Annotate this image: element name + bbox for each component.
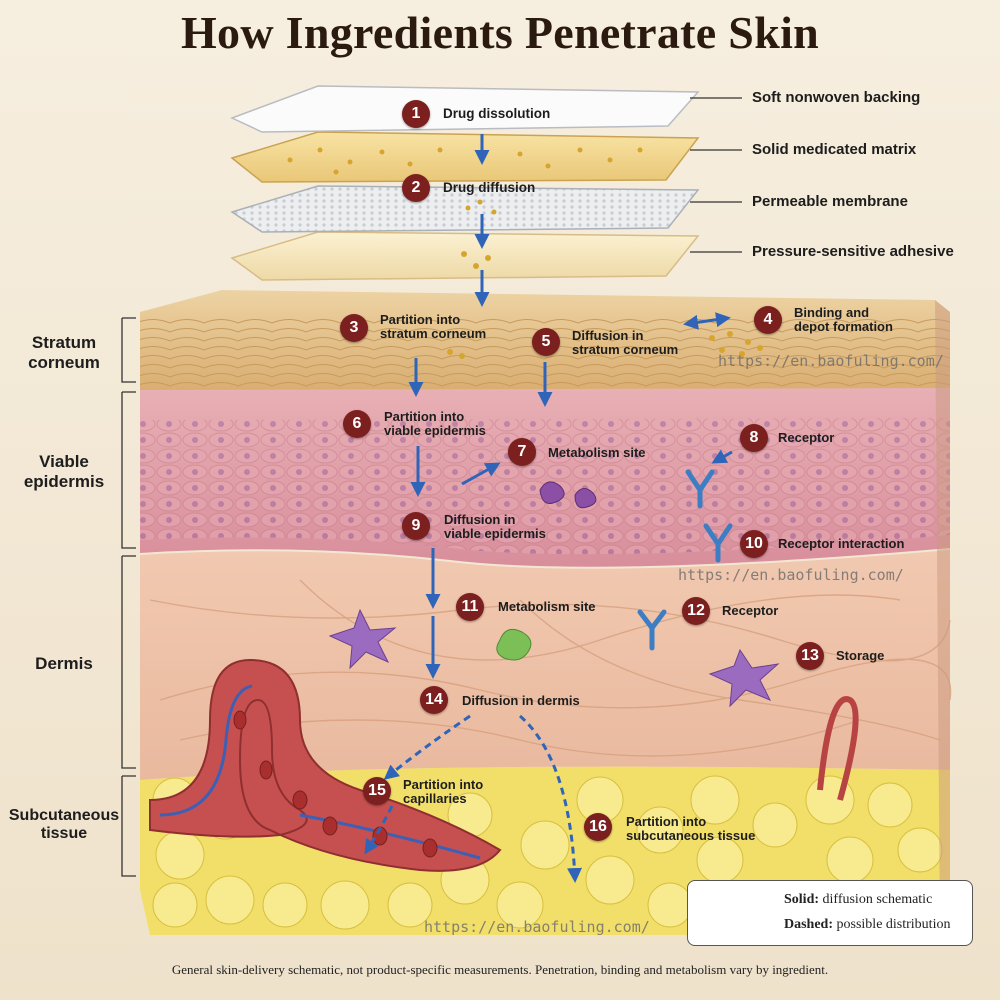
step-badge: 12 (682, 597, 710, 625)
zone-brackets (121, 317, 136, 877)
solid-arrows (408, 134, 733, 679)
step-badge: 1 (402, 100, 430, 128)
step-label: Diffusion in viable epidermis (444, 512, 546, 541)
page-title: How Ingredients Penetrate Skin (180, 7, 820, 58)
legend-dashed-text: possible distribution (836, 917, 951, 932)
capillary-loop (149, 658, 502, 872)
footnote: General skin-delivery schematic, not pro… (171, 962, 829, 977)
step-label: Metabolism site (548, 445, 646, 460)
step-label: Receptor (778, 430, 835, 445)
watermark: https://en.baofuling.com/ (424, 918, 650, 936)
patch-layer-label-matrix: Solid medicated matrix (752, 141, 917, 158)
step-badge: 15 (363, 777, 391, 805)
step-badge: 10 (740, 530, 768, 558)
step-badge: 7 (508, 438, 536, 466)
depot-particles (447, 331, 763, 359)
metabolism-enzyme-epidermis (539, 481, 597, 509)
legend-box: Solid: diffusion schematic Dashed: possi… (687, 880, 973, 946)
step-badge: 13 (796, 642, 824, 670)
storage-cells (328, 608, 780, 708)
step-label: Receptor interaction (778, 536, 905, 551)
step-label: Receptor (722, 603, 779, 618)
step-label: Storage (836, 648, 885, 663)
legend-dashed: Dashed: possible distribution (784, 917, 950, 933)
step-label: Partition into capillaries (403, 777, 484, 806)
block-side (935, 300, 950, 935)
step-label: Drug diffusion (443, 180, 536, 195)
zone-label-stratum-corneum: Stratum corneum (28, 333, 100, 372)
dashed-arrows (364, 714, 582, 883)
membrane-layer (230, 185, 700, 233)
step-label: Diffusion in stratum corneum (572, 328, 679, 357)
legend-solid-text: diffusion schematic (822, 892, 933, 907)
step-label: Binding and depot formation (794, 305, 893, 334)
matrix-layer (230, 131, 700, 183)
drug-particles (287, 147, 643, 269)
step-label: Partition into stratum corneum (380, 312, 487, 341)
step-badge: 11 (456, 593, 484, 621)
patch-layer-label-backing: Soft nonwoven backing (752, 89, 921, 106)
zone-label-subcutaneous: Subcutaneous tissue (8, 807, 120, 843)
zone-label-viable-epidermis: Viable epidermis (23, 452, 105, 491)
patch-layer-label-adhesive: Pressure-sensitive adhesive (752, 243, 954, 260)
receptor-icons (637, 469, 733, 651)
step-label: Diffusion in dermis (462, 693, 580, 708)
step-badge: 2 (402, 174, 430, 202)
step-badge: 5 (532, 328, 560, 356)
legend-solid: Solid: diffusion schematic (784, 892, 932, 908)
legend-solid-key: Solid: (784, 892, 820, 907)
step-badge: 6 (343, 410, 371, 438)
step-badge: 3 (340, 314, 368, 342)
step-label: Metabolism site (498, 599, 596, 614)
legend-dashed-key: Dashed: (784, 917, 834, 932)
step-badge: 8 (740, 424, 768, 452)
step-badge: 9 (402, 512, 430, 540)
step-label: Partition into subcutaneous tissue (626, 814, 756, 843)
dermis-layer (140, 550, 950, 780)
step-badge: 16 (584, 813, 612, 841)
step-label: Drug dissolution (443, 106, 551, 121)
step-label: Partition into viable epidermis (384, 409, 486, 438)
step-badge: 4 (754, 306, 782, 334)
patch-layer-label-membrane: Permeable membrane (752, 193, 908, 210)
zone-label-dermis: Dermis (35, 654, 93, 673)
small-vessel (817, 696, 859, 801)
step-badge: 14 (420, 686, 448, 714)
dermis-fibers (149, 579, 952, 757)
transdermal-patch (230, 85, 742, 281)
watermark: https://en.baofuling.com/ (678, 566, 904, 584)
patch-leader-lines (690, 97, 742, 253)
metabolism-enzyme-dermis (496, 628, 532, 661)
watermark: https://en.baofuling.com/ (718, 352, 944, 370)
backing-layer (230, 85, 700, 133)
